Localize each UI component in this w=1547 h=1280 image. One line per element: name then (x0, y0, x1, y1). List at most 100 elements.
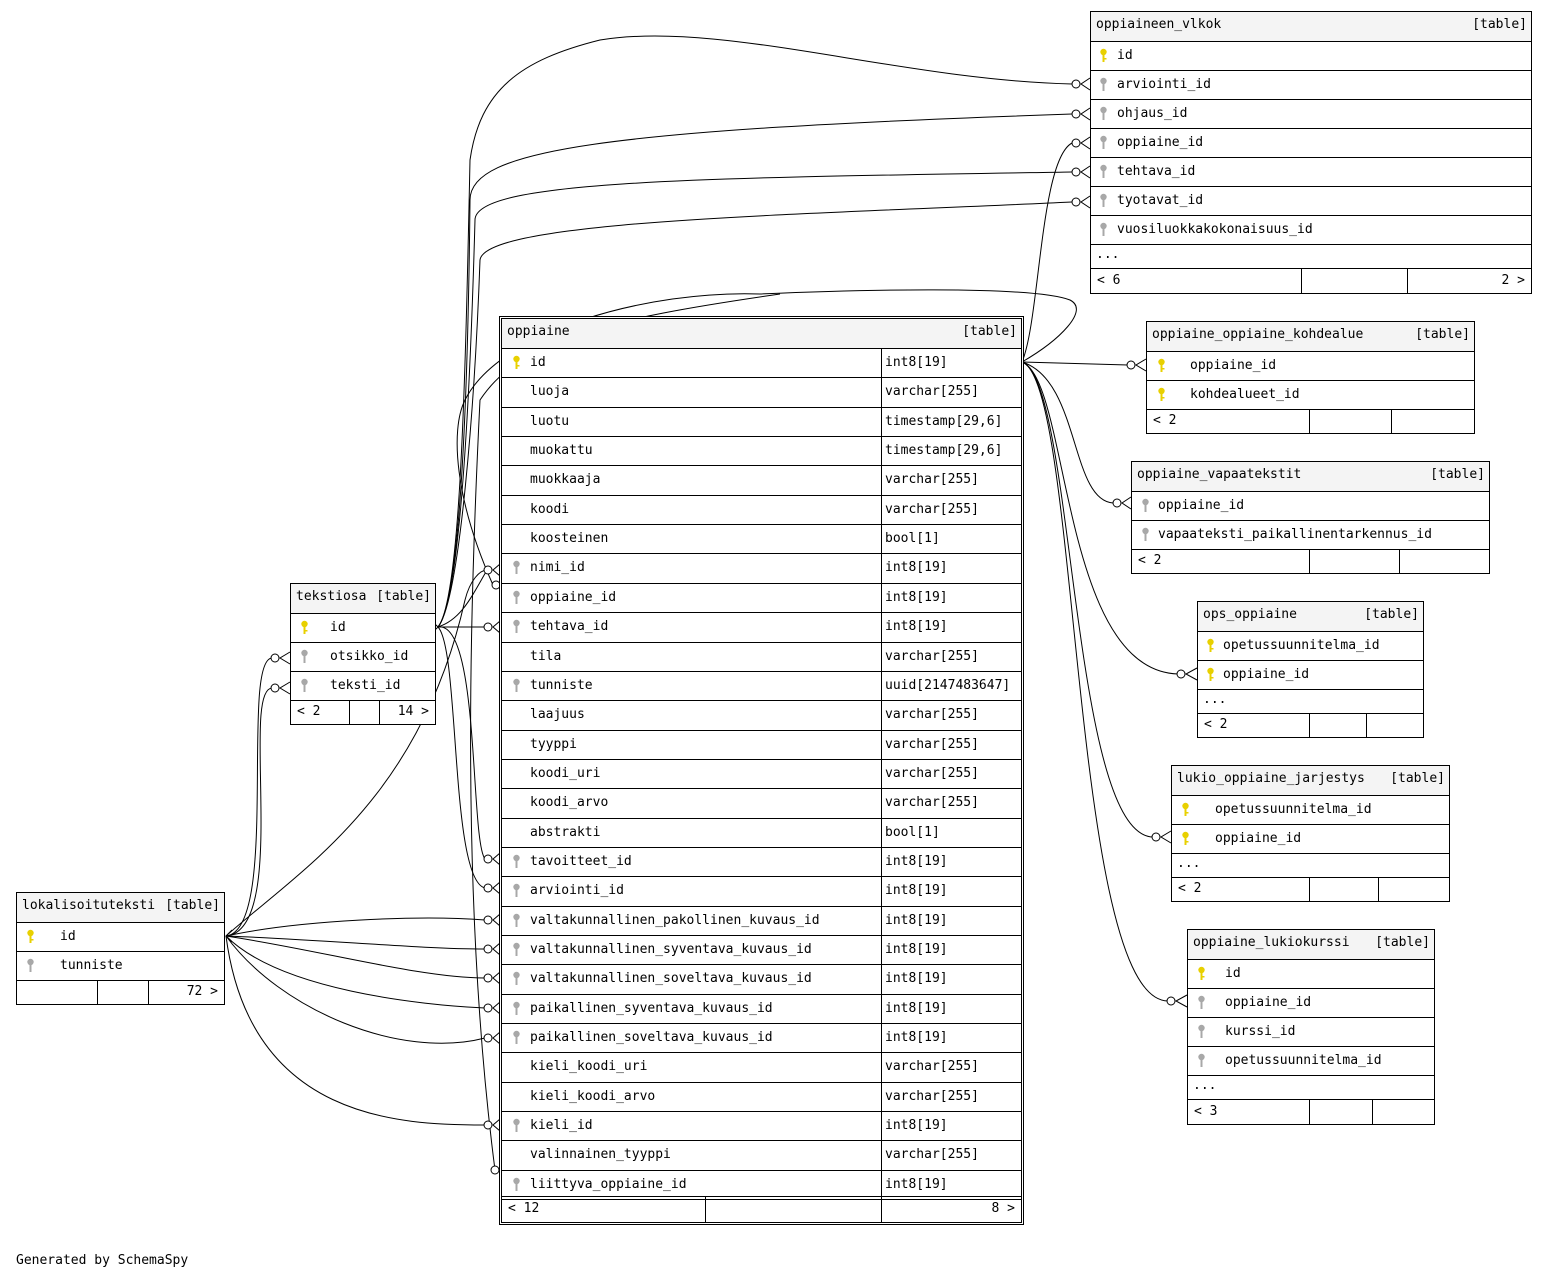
table-lukio-oppiaine-jarjestys[interactable]: lukio_oppiaine_jarjestys [table] opetuss… (1171, 765, 1450, 902)
column-name: paikallinen_soveltava_kuvaus_id (530, 1030, 773, 1045)
column-name: kurssi_id (1225, 1024, 1296, 1039)
table-oppiaine-oppiaine-kohdealue[interactable]: oppiaine_oppiaine_kohdealue [table] oppi… (1146, 321, 1475, 434)
primary-key-icon (1182, 802, 1189, 816)
footer-divider (1407, 269, 1408, 293)
child-count[interactable]: 2 > (1501, 273, 1525, 288)
column-type: varchar[255] (885, 384, 979, 399)
table-oppiaine-lukiokurssi[interactable]: oppiaine_lukiokurssi [table] id oppiaine… (1187, 929, 1435, 1125)
column-name: kohdealueet_id (1190, 387, 1300, 402)
primary-key-icon (1158, 358, 1165, 372)
column-row: ohjaus_id (1091, 100, 1531, 129)
column-divider (881, 965, 882, 995)
table-name: oppiaine_oppiaine_kohdealue (1152, 327, 1364, 342)
column-row: opetussuunnitelma_id (1188, 1047, 1434, 1076)
column-name: oppiaine_id (530, 590, 617, 605)
table-tag: [table] (1472, 17, 1527, 32)
parent-count[interactable]: < 2 (297, 704, 321, 719)
footer-divider (705, 1197, 706, 1222)
table-oppiaineen-vlkok[interactable]: oppiaineen_vlkok [table] id arviointi_id… (1090, 11, 1532, 294)
column-row: kurssi_id (1188, 1018, 1434, 1047)
table-ops-oppiaine[interactable]: ops_oppiaine [table] opetussuunnitelma_i… (1197, 601, 1424, 738)
column-name: kieli_id (530, 1118, 593, 1133)
column-divider (881, 789, 882, 819)
table-tag: [table] (1430, 467, 1485, 482)
child-count[interactable]: 14 > (397, 704, 429, 719)
column-type: int8[19] (885, 971, 948, 986)
column-name: muokkaaja (530, 472, 601, 487)
child-count[interactable]: 8 > (991, 1201, 1015, 1216)
column-type: varchar[255] (885, 472, 979, 487)
column-type: uuid[2147483647] (885, 678, 1011, 693)
column-name: koosteinen (530, 531, 609, 546)
table-tag: [table] (962, 324, 1017, 339)
table-tekstiosa[interactable]: tekstiosa [table] id otsikko_id teksti_i… (290, 583, 436, 725)
column-divider (881, 466, 882, 496)
column-row: teksti_id (291, 672, 435, 701)
column-row: tunniste uuid[2147483647] (502, 672, 1021, 701)
parent-count[interactable]: < 2 (1204, 717, 1228, 732)
column-row: valtakunnallinen_soveltava_kuvaus_id int8… (502, 965, 1021, 995)
column-name: id (530, 355, 546, 370)
parent-count[interactable]: < 2 (1178, 881, 1202, 896)
foreign-key-icon (301, 678, 308, 692)
column-name: tunniste (530, 678, 593, 693)
table-header: oppiaine_lukiokurssi [table] (1188, 930, 1434, 960)
column-row: id (1188, 960, 1434, 989)
column-row: vuosiluokkakokonaisuus_id (1091, 216, 1531, 245)
column-type: int8[19] (885, 854, 948, 869)
column-name: oppiaine_id (1117, 135, 1204, 150)
column-type: int8[19] (885, 913, 948, 928)
foreign-key-icon (301, 649, 308, 663)
column-type: int8[19] (885, 619, 948, 634)
column-type: timestamp[29,6] (885, 443, 1003, 458)
column-type: varchar[255] (885, 649, 979, 664)
primary-key-icon (1198, 966, 1205, 980)
column-divider (881, 907, 882, 936)
parent-count[interactable]: < 3 (1194, 1104, 1218, 1119)
column-name: oppiaine_id (1223, 667, 1310, 682)
primary-key-icon (1100, 48, 1107, 62)
column-row: id (291, 614, 435, 643)
parent-count[interactable]: < 2 (1153, 413, 1177, 428)
column-row: tehtava_id (1091, 158, 1531, 187)
column-divider (881, 525, 882, 554)
footer-divider (97, 980, 98, 1004)
column-divider (881, 437, 882, 466)
column-row: id (17, 923, 224, 952)
table-tag: [table] (1364, 607, 1419, 622)
column-divider (881, 408, 882, 437)
parent-count[interactable]: < 6 (1097, 273, 1121, 288)
table-footer: < 2 (1172, 877, 1449, 901)
foreign-key-icon (513, 1118, 520, 1132)
column-name: koodi (530, 502, 570, 517)
column-divider (881, 1112, 882, 1141)
child-count[interactable]: 72 > (186, 984, 218, 999)
foreign-key-icon (1100, 164, 1107, 178)
column-name: luotu (530, 414, 570, 429)
column-divider (881, 1053, 882, 1083)
column-name: valtakunnallinen_soveltava_kuvaus_id (530, 971, 812, 986)
footer-divider (349, 700, 350, 724)
table-header: oppiaine_oppiaine_kohdealue [table] (1147, 322, 1474, 352)
column-name: teksti_id (330, 678, 401, 693)
column-name: vuosiluokkakokonaisuus_id (1117, 222, 1313, 237)
table-lokalisoituteksti[interactable]: lokalisoituteksti [table] id tunniste 72… (16, 892, 225, 1005)
foreign-key-icon (513, 619, 520, 633)
table-name: oppiaine (507, 324, 570, 339)
table-tag: [table] (1415, 327, 1470, 342)
table-header: oppiaineen_vlkok [table] (1091, 12, 1531, 42)
table-oppiaine-vapaatekstit[interactable]: oppiaine_vapaatekstit [table] oppiaine_i… (1131, 461, 1490, 574)
parent-count[interactable]: < 12 (508, 1201, 540, 1216)
column-name: valtakunnallinen_pakollinen_kuvaus_id (530, 913, 820, 928)
column-type: varchar[255] (885, 502, 979, 517)
parent-count[interactable]: < 2 (1138, 553, 1162, 568)
table-tag: [table] (376, 589, 431, 604)
